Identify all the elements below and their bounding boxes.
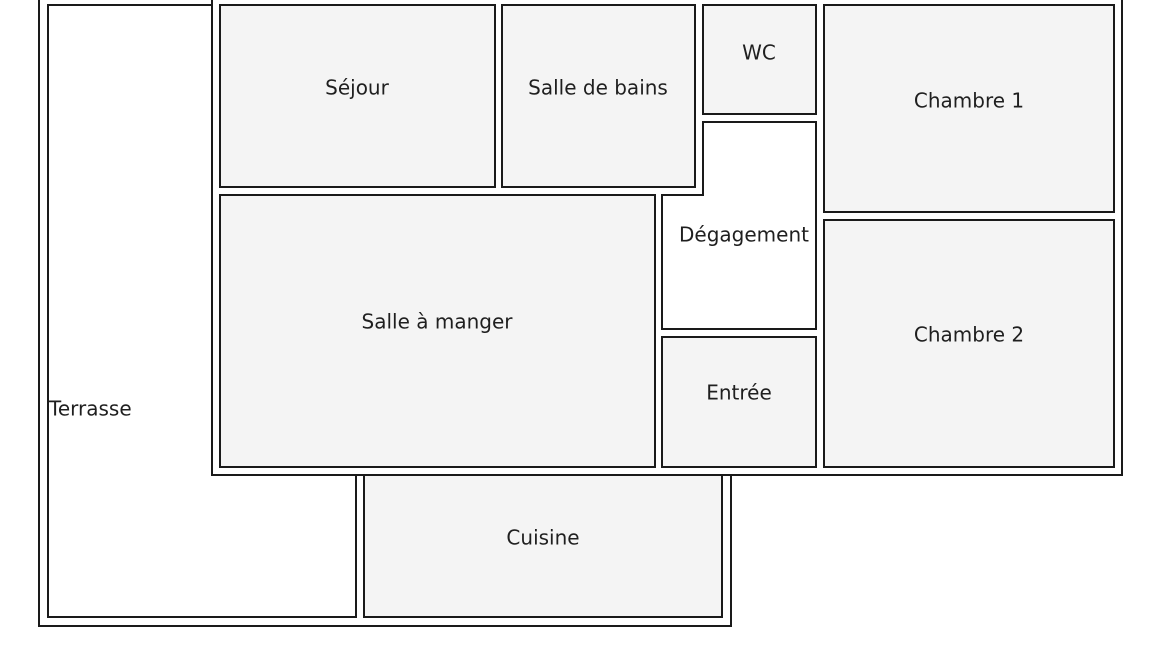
room-cuisine: Cuisine: [363, 474, 723, 618]
outer-wall: [38, 0, 1123, 627]
room-label: Séjour: [325, 76, 389, 100]
room-wc: WC: [702, 4, 817, 115]
room-chambre-1: Chambre 1: [823, 4, 1115, 213]
room-label: Chambre 2: [914, 323, 1024, 347]
room-label: Cuisine: [506, 526, 579, 550]
room-label: Entrée: [706, 381, 772, 405]
room-label: Salle de bains: [528, 76, 668, 100]
room-label: Chambre 1: [914, 89, 1024, 113]
room-degagement: Dégagement: [661, 121, 817, 330]
room-shape: [702, 4, 817, 115]
room-shape: [823, 219, 1115, 468]
room-salle-a-manger: Salle à manger: [219, 194, 656, 468]
room-sejour: Séjour: [219, 4, 496, 188]
room-label: Salle à manger: [362, 310, 514, 334]
room-shape: [219, 4, 496, 188]
room-terrasse: Terrasse: [47, 4, 357, 618]
room-shape: [661, 336, 817, 468]
room-shape: [47, 4, 357, 618]
room-label: Dégagement: [679, 223, 809, 247]
room-shape: [501, 4, 696, 188]
room-label: WC: [742, 41, 776, 65]
room-label: Terrasse: [48, 397, 132, 421]
room-shape: [661, 121, 817, 330]
room-salle-de-bains: Salle de bains: [501, 4, 696, 188]
room-chambre-2: Chambre 2: [823, 219, 1115, 468]
room-shape: [823, 4, 1115, 213]
room-shape: [219, 194, 656, 468]
room-shape: [363, 474, 723, 618]
room-entree: Entrée: [661, 336, 817, 468]
